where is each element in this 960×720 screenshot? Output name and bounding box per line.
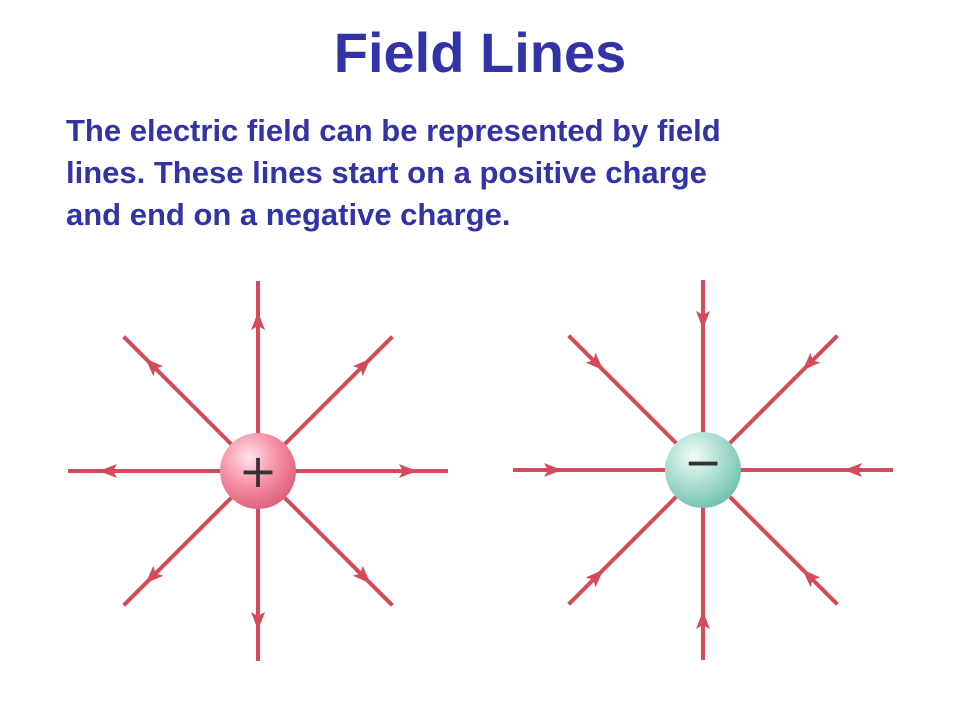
negative-charge [665, 432, 741, 508]
negative-field-line-north-east [728, 334, 839, 445]
negative-arrowhead-west [544, 463, 562, 477]
description-text: The electric field can be represented by… [66, 110, 896, 236]
description-line-1: The electric field can be represented by… [66, 113, 721, 148]
negative-field-line-north-west [567, 334, 678, 445]
positive-arrowhead-south-east [352, 565, 371, 584]
positive-arrowhead-south [251, 612, 265, 630]
negative-charge-field: − [513, 280, 893, 660]
negative-arrowhead-north [696, 311, 710, 329]
description-line-3: and end on a negative charge. [66, 197, 511, 233]
positive-arrowhead-north [251, 312, 265, 330]
negative-field-line-south-east [728, 495, 839, 606]
minus-sign-icon: − [684, 435, 723, 489]
positive-arrowhead-north-east [352, 358, 371, 377]
positive-field-line-north-east [283, 335, 394, 446]
description-line-2: lines. These lines start on a positive c… [66, 155, 707, 191]
negative-arrowhead-east [844, 463, 862, 477]
negative-arrowhead-south-east [802, 569, 821, 588]
negative-arrowhead-north-east [802, 352, 821, 371]
negative-field-lines [513, 280, 893, 660]
negative-arrowhead-north-west [585, 352, 604, 371]
positive-arrowhead-east [399, 464, 417, 478]
negative-field-line-south-west [567, 495, 678, 606]
slide-title: Field Lines [333, 21, 627, 84]
positive-arrowhead-south-west [145, 565, 164, 584]
negative-arrowhead-south [696, 611, 710, 629]
positive-field-line-south-west [122, 496, 233, 607]
positive-arrowhead-west [99, 464, 117, 478]
positive-arrowhead-north-west [145, 358, 164, 377]
positive-field-line-south-east [283, 496, 394, 607]
negative-arrowhead-south-west [585, 569, 604, 588]
positive-field-line-north-west [122, 335, 233, 446]
positive-field-lines [68, 281, 448, 661]
positive-charge [220, 433, 296, 509]
positive-charge-field: + [68, 281, 448, 661]
plus-sign-icon: + [239, 444, 278, 498]
